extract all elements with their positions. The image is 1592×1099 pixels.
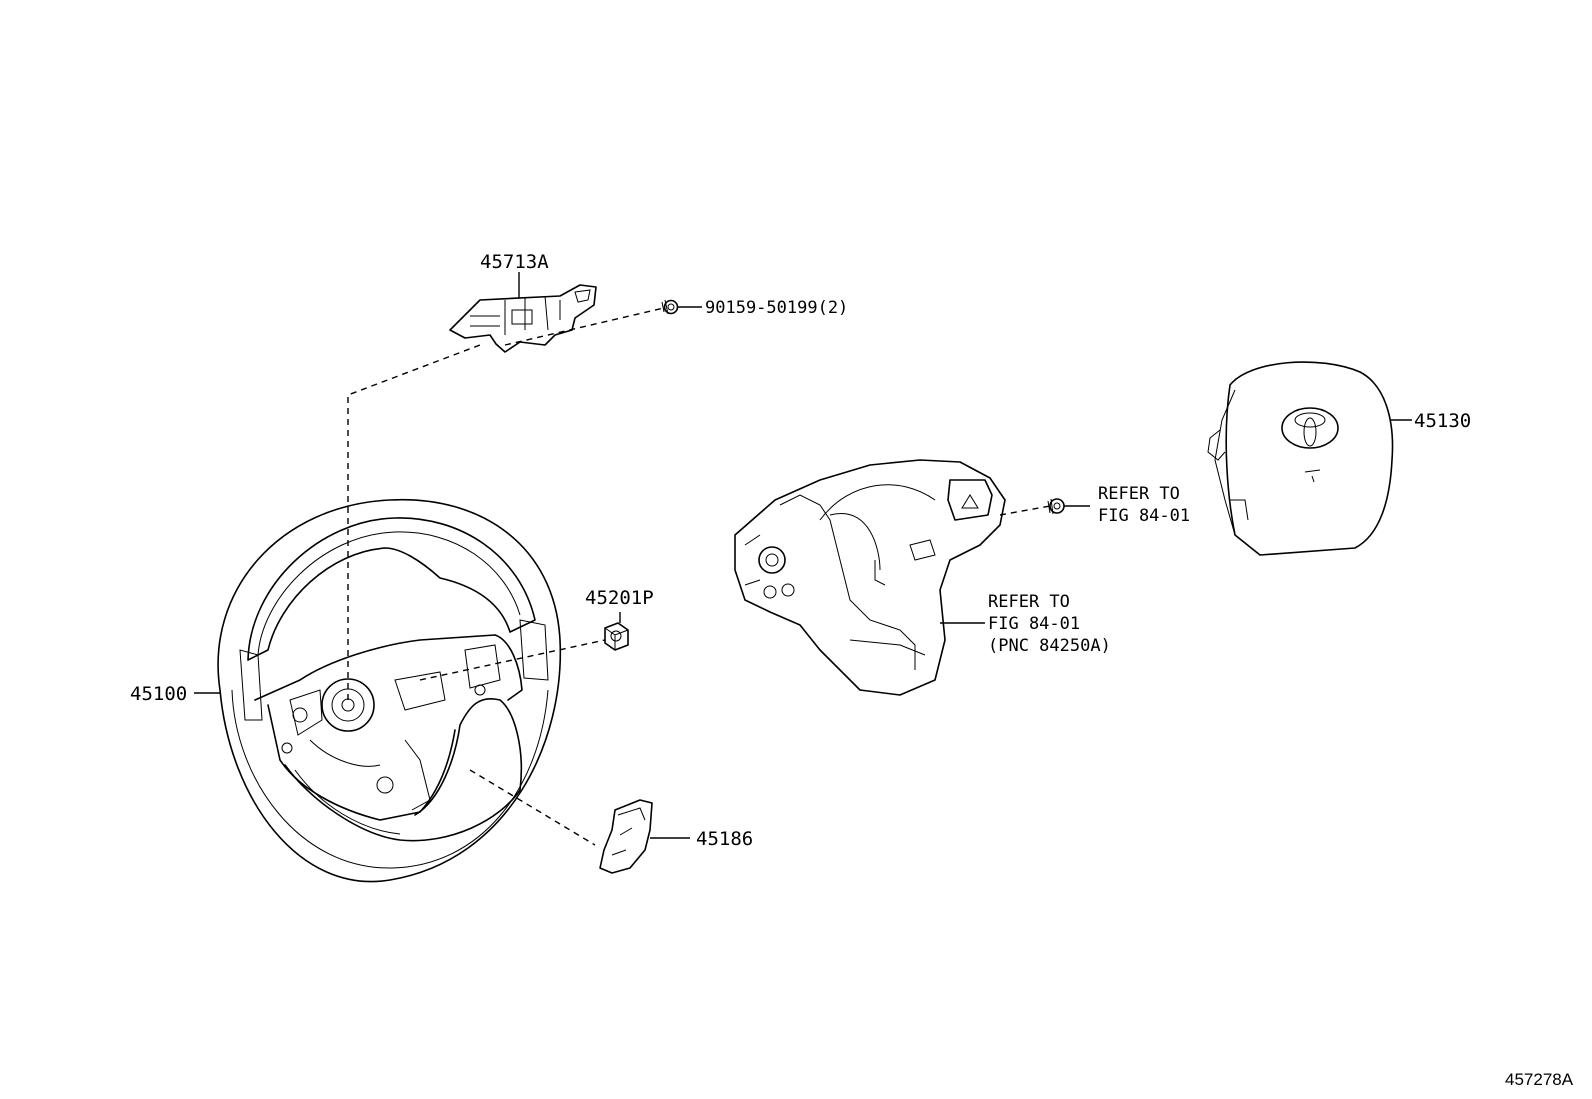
reference-line: FIG 84-01 [1098, 506, 1190, 526]
nut-part [604, 622, 629, 651]
reference-line: (PNC 84250A) [988, 636, 1111, 656]
switch-screw-part [1047, 498, 1065, 515]
figure-id: 457278A [1505, 1070, 1574, 1089]
bracket-callout: 45713A [480, 251, 549, 273]
screw-callout: 90159-50199(2) [705, 298, 848, 318]
steering-wheel-part [217, 498, 562, 883]
screw-part [661, 299, 679, 315]
assembly-lines [347, 307, 1051, 846]
leader-lines [194, 272, 1412, 839]
switch-reference: REFER TO FIG 84-01 (PNC 84250A) [988, 592, 1111, 656]
reference-line: REFER TO [988, 592, 1070, 612]
toyota-emblem-icon [1281, 407, 1339, 449]
nut-callout: 45201P [585, 587, 654, 609]
airbag-callout: 45130 [1414, 410, 1471, 432]
airbag-part [1207, 361, 1394, 556]
cover-callout: 45186 [696, 828, 753, 850]
switch-screw-reference: REFER TO FIG 84-01 [1098, 484, 1190, 526]
switch-garnish-part [734, 459, 1006, 696]
reference-line: REFER TO [1098, 484, 1180, 504]
cover-part [599, 799, 653, 874]
reference-line: FIG 84-01 [988, 614, 1080, 634]
bracket-part [449, 284, 597, 353]
wheel-callout: 45100 [130, 683, 187, 705]
